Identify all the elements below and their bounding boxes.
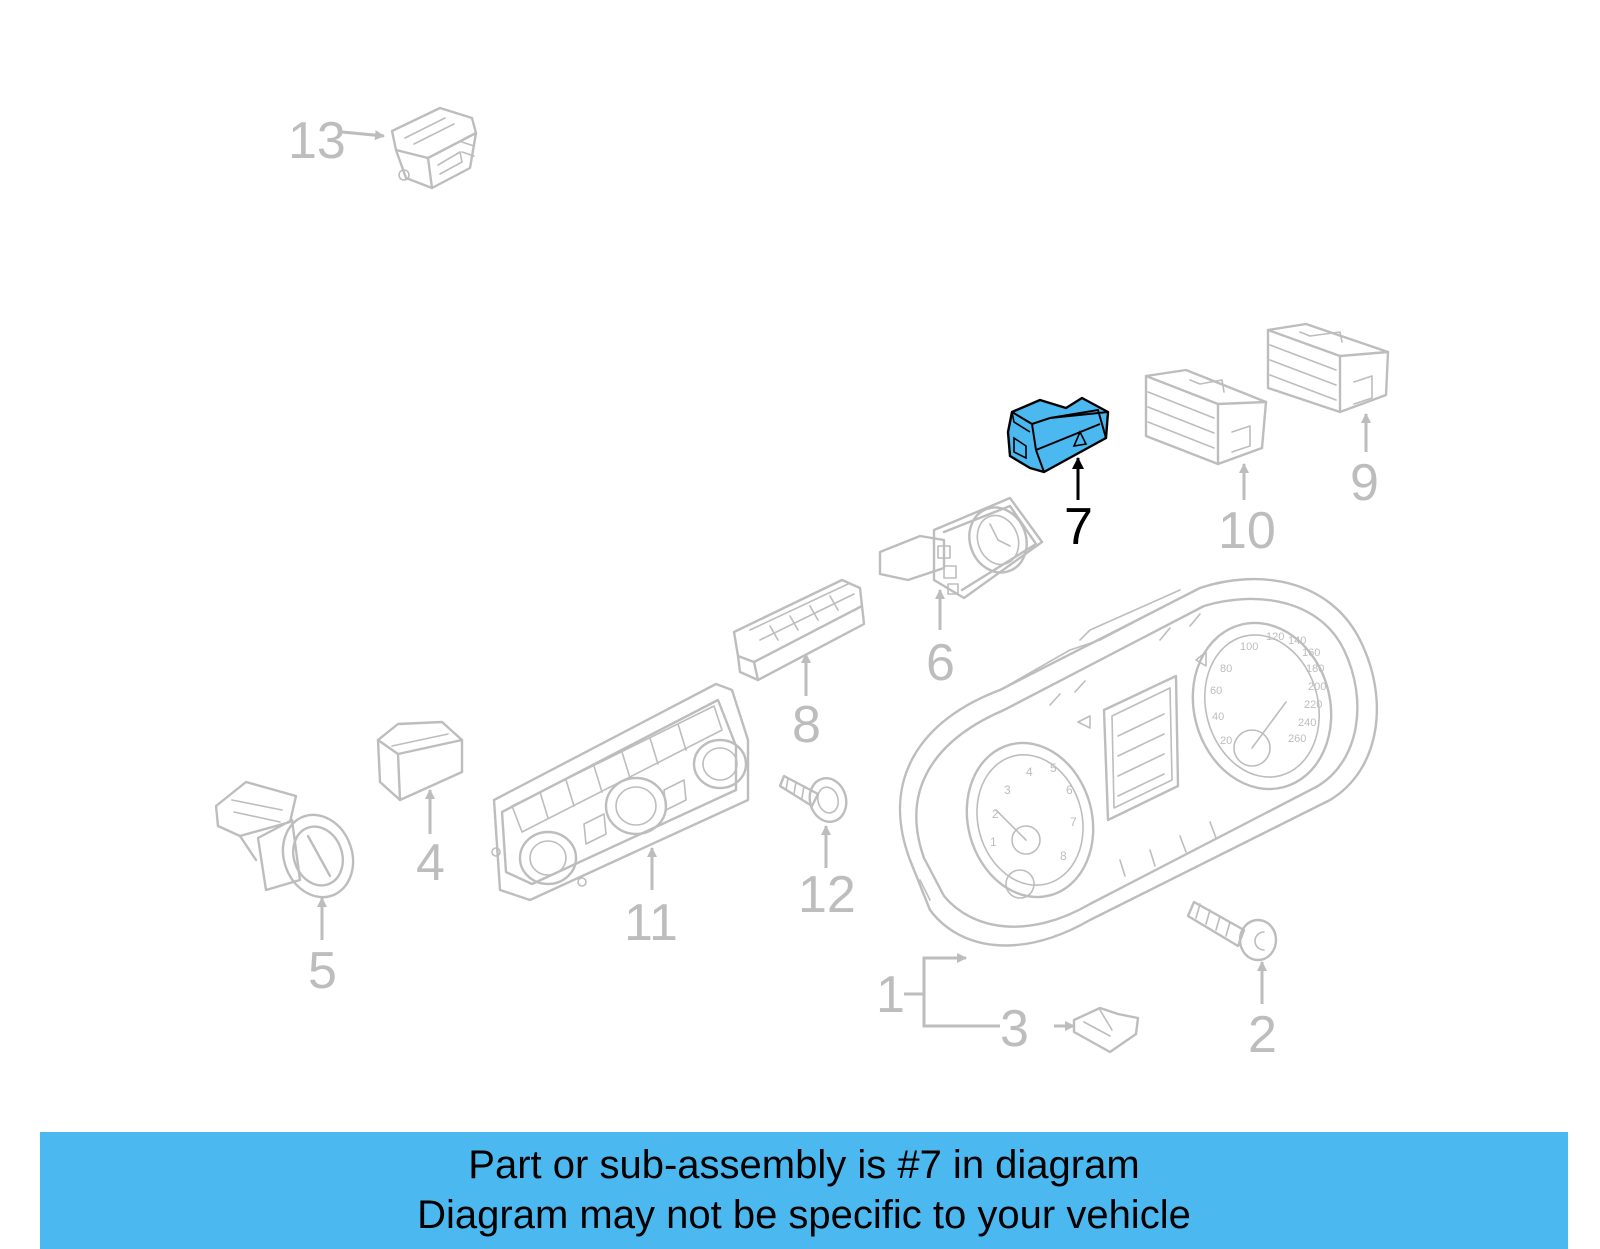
part-10-switch	[1144, 368, 1268, 466]
caption-banner: Part or sub-assembly is #7 in diagram Di…	[40, 1132, 1568, 1249]
tach-tick: 3	[1004, 783, 1011, 797]
speed-tick: 120	[1266, 631, 1284, 643]
tach-tick: 8	[1060, 849, 1067, 863]
speed-tick: 240	[1298, 717, 1316, 729]
arrow-1	[904, 953, 967, 996]
callout-5: 5	[308, 942, 337, 1000]
part-6-clock	[878, 496, 1044, 600]
part-2-screw	[1186, 900, 1278, 962]
speed-tick: 160	[1302, 647, 1320, 659]
callout-6: 6	[926, 634, 955, 692]
arrow-3-bracket	[922, 994, 1000, 1028]
tach-tick: 1	[990, 835, 997, 849]
callout-7: 7	[1064, 498, 1093, 556]
tachometer-tick-labels: 1 2 3 4 5 6 7 8	[990, 761, 1077, 863]
callout-9: 9	[1350, 454, 1379, 512]
speed-tick: 40	[1212, 711, 1224, 723]
speed-tick: 200	[1308, 681, 1326, 693]
speedometer-tick-labels: 20 40 60 80 100 120 140 160 180 200 220 …	[1210, 631, 1326, 747]
callout-3: 3	[1000, 1000, 1029, 1058]
speed-tick: 100	[1240, 641, 1258, 653]
part-5-headlight-switch	[214, 780, 355, 899]
callout-10: 10	[1218, 502, 1276, 560]
callout-11: 11	[624, 894, 678, 952]
caption-line-1: Part or sub-assembly is #7 in diagram	[468, 1143, 1140, 1187]
callout-4: 4	[416, 834, 445, 892]
callout-2: 2	[1248, 1006, 1277, 1064]
part-7-hazard-switch-highlighted[interactable]	[1006, 396, 1110, 500]
tach-tick: 5	[1050, 761, 1057, 775]
part-9-switch	[1266, 322, 1390, 414]
speed-tick: 20	[1220, 735, 1232, 747]
arrow-13	[341, 130, 385, 141]
tach-tick: 4	[1026, 765, 1033, 779]
callout-13: 13	[288, 112, 346, 170]
speed-tick: 60	[1210, 685, 1222, 697]
part-11-climate-panel	[491, 682, 750, 902]
part-4-switch	[376, 720, 464, 802]
callout-1: 1	[876, 966, 905, 1024]
speed-tick: 180	[1306, 663, 1324, 675]
speed-tick: 80	[1220, 663, 1232, 675]
caption-line-2: Diagram may not be specific to your vehi…	[417, 1193, 1191, 1237]
part-1-instrument-cluster	[898, 577, 1378, 947]
part-13-switch	[390, 106, 478, 190]
callout-8: 8	[792, 696, 821, 754]
speed-tick: 220	[1304, 699, 1322, 711]
part-8-switch-strip	[732, 578, 866, 682]
tach-tick: 7	[1070, 815, 1077, 829]
callout-arrows	[317, 130, 1371, 1031]
part-12-screw	[778, 774, 848, 823]
speed-tick: 140	[1288, 635, 1306, 647]
tach-tick: 6	[1066, 783, 1073, 797]
part-3-connector	[1072, 1006, 1140, 1054]
tach-tick: 2	[992, 807, 999, 821]
callout-12: 12	[798, 866, 856, 924]
speed-tick: 260	[1288, 733, 1306, 745]
